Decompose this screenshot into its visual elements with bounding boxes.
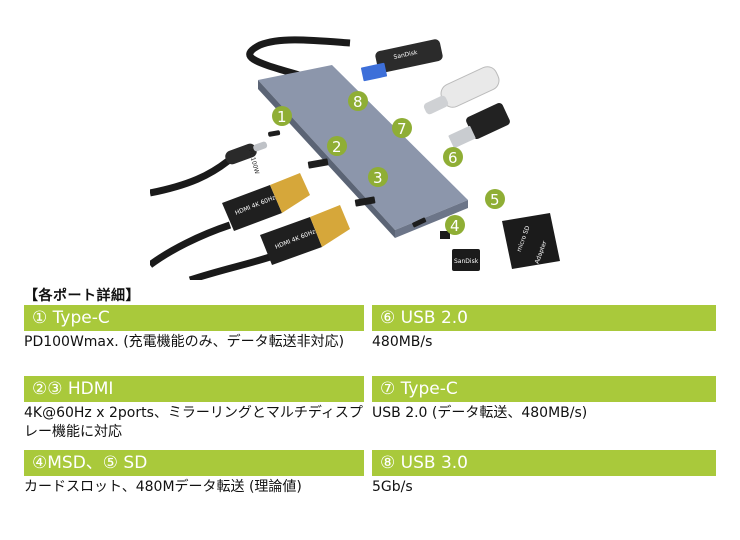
- port-label-usb2: ⑥ USB 2.0: [372, 305, 716, 331]
- port-label-usb3: ⑧ USB 3.0: [372, 450, 716, 476]
- port-label-type-c-pd: ① Type-C: [24, 305, 364, 331]
- usb-stick-top: [360, 39, 443, 82]
- hub-cable: [246, 36, 351, 87]
- port-label-type-c-data: ⑦ Type-C: [372, 376, 716, 402]
- svg-text:7: 7: [397, 120, 407, 138]
- badge-7: 7: [392, 118, 412, 138]
- badge-6: 6: [443, 147, 463, 167]
- usb-c-hub: [258, 65, 468, 238]
- svg-text:4: 4: [450, 217, 460, 235]
- badge-8: 8: [348, 91, 368, 111]
- hdmi-plug-1: [150, 173, 310, 268]
- badge-1: 1: [272, 106, 292, 126]
- sd-card-label: SanDisk micro: [454, 258, 497, 265]
- badge-3: 3: [368, 167, 388, 187]
- port-desc-card: カードスロット、480Mデータ転送 (理論値): [24, 479, 302, 495]
- usb-c-flash-drive: [423, 66, 500, 115]
- port-desc-type-c-pd: PD100Wmax. (充電機能のみ、データ転送非対応): [24, 334, 345, 350]
- hdmi-port-2: [354, 196, 376, 207]
- svg-text:6: 6: [448, 149, 458, 167]
- port-label-card: ④MSD、⑤ SD: [24, 450, 364, 476]
- hdmi-port-1: [307, 158, 329, 169]
- port-desc-hdmi: 4K@60Hz x 2ports、ミラーリングとマルチディスプレー機能に対応: [24, 405, 363, 440]
- usb-a-stick: [448, 102, 510, 149]
- section-title: 【各ポート詳細】: [24, 288, 140, 304]
- svg-text:8: 8: [353, 93, 363, 111]
- port-label-hdmi: ②③ HDMI: [24, 376, 364, 402]
- badge-5: 5: [485, 189, 505, 209]
- badge-4: 4: [445, 215, 465, 235]
- sd-card: [502, 213, 560, 269]
- product-illustration: PD100W HDMI 4K 60Hz HDMI 4K 60Hz SanDisk: [150, 35, 590, 280]
- svg-text:3: 3: [373, 169, 383, 187]
- pd-label: PD100W: [247, 148, 260, 175]
- usb-stick-label: SanDisk: [393, 49, 419, 61]
- port-desc-type-c-data: USB 2.0 (データ転送、480MB/s): [372, 405, 588, 421]
- hub-diagram: PD100W HDMI 4K 60Hz HDMI 4K 60Hz SanDisk: [150, 36, 560, 280]
- svg-text:1: 1: [277, 108, 287, 126]
- usb-c-plug: [150, 141, 268, 197]
- port-desc-usb2: 480MB/s: [372, 334, 433, 350]
- microsd-card: [440, 231, 480, 271]
- badge-2: 2: [327, 136, 347, 156]
- hdmi-plug-2: [188, 205, 350, 280]
- port-desc-usb3: 5Gb/s: [372, 479, 413, 495]
- card-slot: [412, 217, 427, 228]
- svg-text:5: 5: [490, 191, 500, 209]
- pd-port: [268, 130, 281, 137]
- svg-text:2: 2: [332, 138, 342, 156]
